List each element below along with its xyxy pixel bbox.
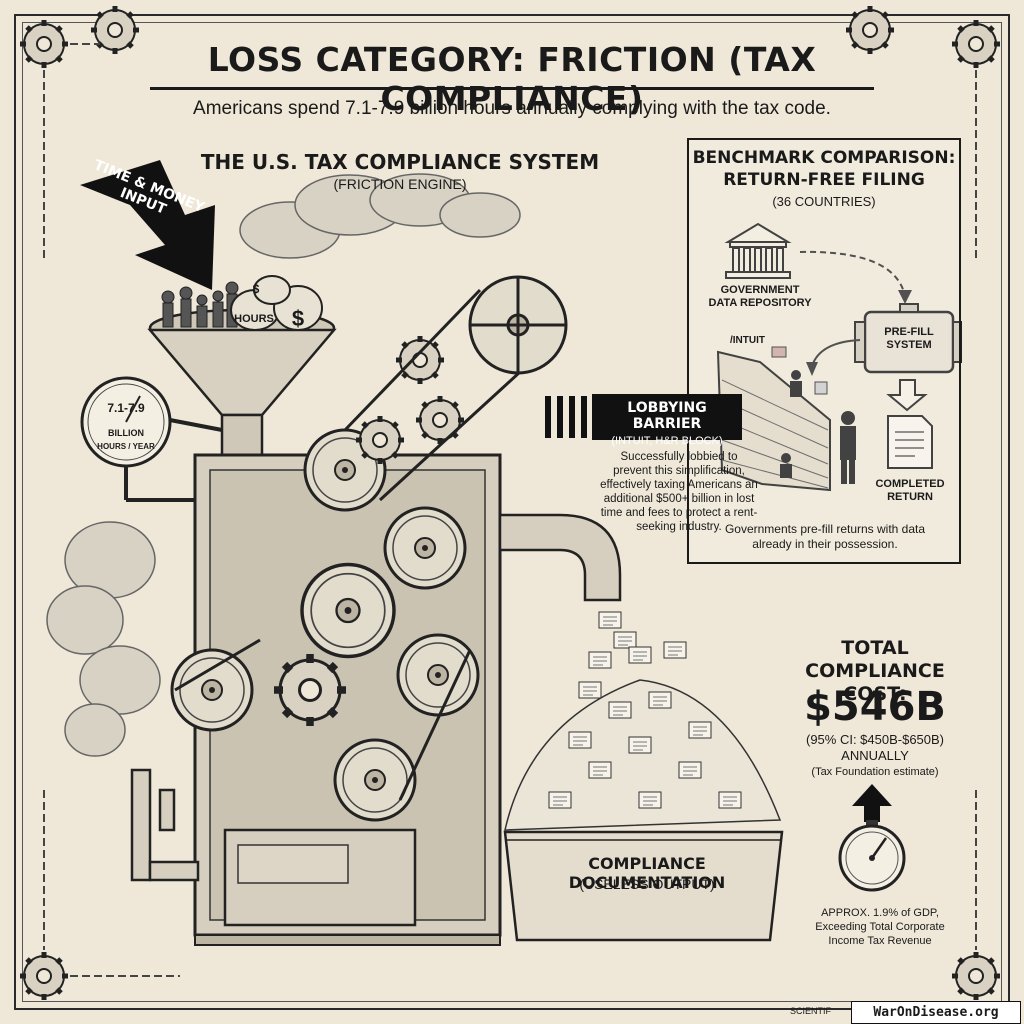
lobbying-subtitle: (INTUIT, H&R BLOCK) [611, 435, 723, 447]
prefill-line2: SYSTEM [886, 339, 932, 351]
cost-head-line2: COMPLIANCE COST: [805, 660, 945, 705]
total-cost-value: $546B [804, 684, 946, 730]
corner-gear-icon [952, 20, 1000, 68]
benchmark-panel [687, 138, 961, 564]
chain-border [43, 43, 977, 977]
system-subtitle: (FRICTION ENGINE) [333, 176, 467, 192]
corner-gear-icon [20, 20, 68, 68]
completed-line2: RETURN [887, 491, 933, 503]
output-bin-label: COMPLIANCE DOCUMENTATION [568, 854, 726, 892]
left-pipe [130, 768, 200, 882]
footer-text: SCIENTIF [790, 1006, 832, 1016]
prefill-machine-icon [854, 303, 962, 374]
stopwatch-icon [838, 820, 906, 892]
site-link[interactable]: WarOnDisease.org [851, 1001, 1021, 1024]
cost-source: (Tax Foundation estimate) [811, 766, 939, 778]
prefill-line1: PRE-FILL [884, 326, 934, 338]
lobbying-description: Successfully lobbied to prevent this sim… [600, 451, 758, 533]
repo-line1: GOVERNMENT [720, 284, 800, 296]
benchmark-subtitle: (36 COUNTRIES) [772, 194, 876, 209]
repo-line2: DATA REPOSITORY [708, 297, 812, 309]
paper-pile [504, 679, 782, 831]
benchmark-title: BENCHMARK COMPARISON: RETURN-FREE FILING [690, 147, 958, 191]
gdp-line3: Income Tax Revenue [828, 935, 932, 947]
system-title: THE U.S. TAX COMPLIANCE SYSTEM [200, 150, 600, 174]
page-title: LOSS CATEGORY: FRICTION (TAX COMPLIANCE) [207, 40, 817, 118]
government-building-icon [724, 222, 792, 279]
outer-frame [14, 14, 1010, 1010]
prefill-system-label: PRE-FILL SYSTEM [866, 326, 952, 352]
output-bin [503, 830, 784, 942]
flow-arrowhead [898, 290, 912, 304]
cost-head-line1: TOTAL [841, 637, 909, 659]
up-arrow-icon [852, 784, 892, 822]
cost-period: ANNUALLY [841, 748, 909, 763]
corner-gear-icon [20, 952, 68, 1000]
wall-tag: /INTUIT [730, 335, 765, 346]
benchmark-note: Governments pre-fill returns with data a… [724, 522, 926, 551]
gauge-value: 7.1-7.9 [107, 401, 145, 415]
flow-arrow [799, 250, 906, 297]
down-arrow-icon [886, 379, 928, 412]
input-arrow [80, 160, 215, 290]
completed-return-document-icon [887, 415, 933, 469]
gdp-line2: Exceeding Total Corporate [815, 921, 945, 933]
title-underline [150, 87, 874, 90]
gauge-readout: 7.1-7.9 BILLION HOURS / YEAR [90, 402, 162, 453]
output-bin-sublabel: (USELESS OUTPUT) [579, 876, 715, 892]
lobbying-title: LOBBYING BARRIER [627, 400, 707, 432]
completed-line1: COMPLETED [875, 478, 945, 490]
government-repo-label: GOVERNMENT DATA REPOSITORY [700, 284, 820, 310]
dollar-sign-icon: $ [291, 306, 305, 331]
gauge-unit-line1: BILLION [108, 428, 144, 438]
lobbyist-figure [780, 370, 856, 484]
hopper-hours-label: HOURS [234, 313, 274, 325]
gauge-unit-line2: HOURS / YEAR [97, 442, 155, 451]
corner-gear-icon [952, 952, 1000, 1000]
cost-confidence-interval: (95% CI: $450B-$650B) [805, 732, 945, 747]
gdp-note: APPROX. 1.9% of GDP, Exceeding Total Cor… [790, 906, 970, 948]
benchmark-title-line1: BENCHMARK COMPARISON: [692, 148, 956, 168]
friction-engine [170, 275, 568, 946]
dollar-sign-icon: $ [252, 282, 260, 296]
benchmark-title-line2: RETURN-FREE FILING [723, 170, 925, 190]
inner-frame [22, 22, 1002, 1002]
smoke-cloud [46, 173, 521, 757]
hours-gauge [80, 376, 223, 502]
completed-return-label: COMPLETED RETURN [865, 478, 955, 504]
page-subtitle: Americans spend 7.1-7.9 billion hours an… [193, 98, 831, 119]
total-cost-heading: TOTAL COMPLIANCE COST: [775, 637, 975, 706]
output-pipe [498, 513, 622, 602]
gdp-line1: APPROX. 1.9% of GDP, [821, 907, 939, 919]
lobbying-barrier-label: LOBBYING BARRIER (INTUIT, H&R BLOCK) [592, 394, 742, 447]
hopper-funnel [147, 275, 337, 457]
